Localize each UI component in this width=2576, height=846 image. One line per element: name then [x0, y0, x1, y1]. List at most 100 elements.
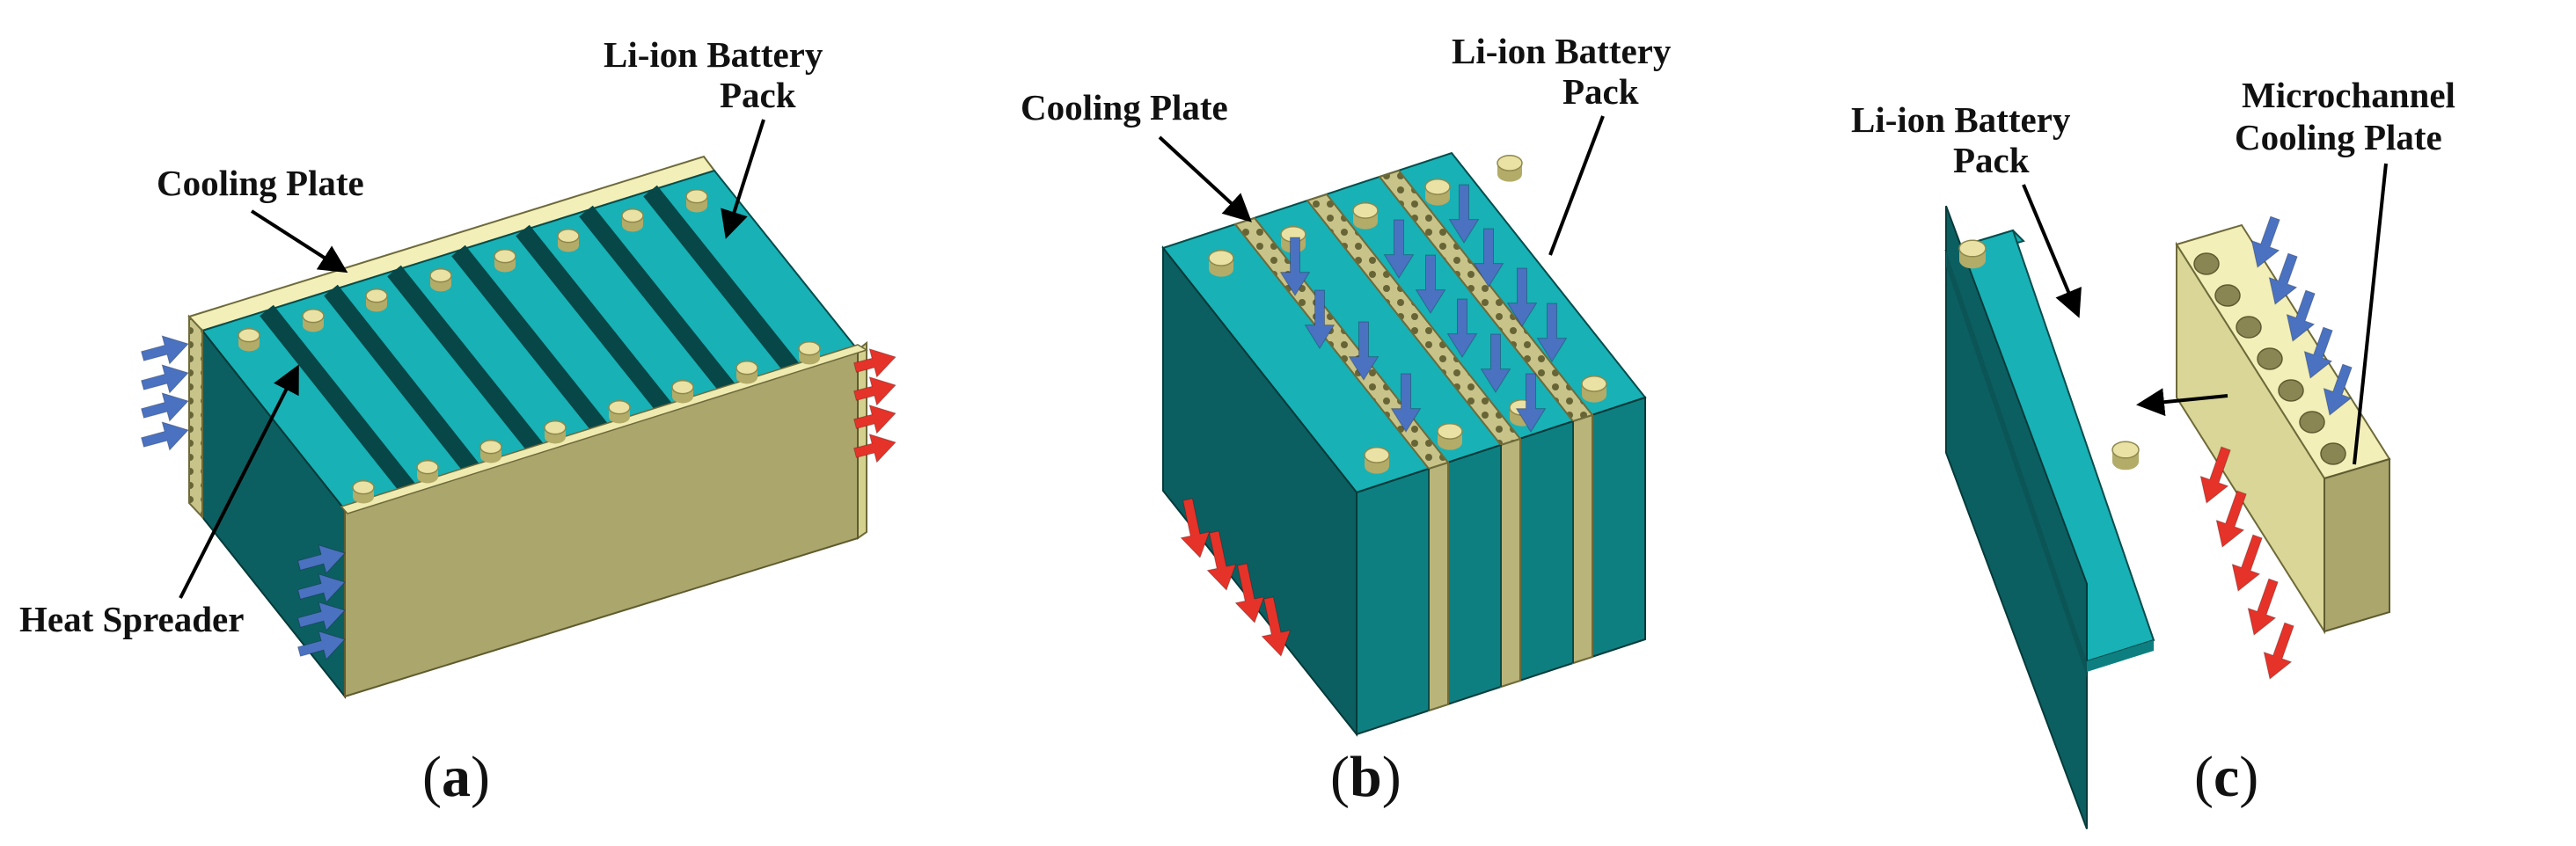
coolant-arrow	[1180, 498, 1211, 558]
coolant-arrow	[2231, 534, 2263, 592]
cell-front-edges-b	[1428, 421, 1574, 711]
leader-cooling-plate-a	[250, 209, 348, 273]
coolant-arrow	[1348, 321, 1379, 381]
coolant-arrow	[853, 404, 896, 434]
terminal	[557, 229, 580, 252]
coolant-arrow	[140, 364, 189, 394]
coolant-arrow	[2263, 622, 2294, 680]
battery-front-dark-c	[1946, 251, 2087, 677]
microchannel-hole	[2299, 411, 2325, 434]
cooling-plates-b	[1233, 169, 1594, 712]
terminal	[544, 420, 567, 444]
terminal	[302, 309, 325, 332]
terminal	[429, 268, 452, 292]
coolant-arrow	[140, 392, 189, 422]
coolant-arrow	[2286, 289, 2316, 342]
coolant-arrow	[1390, 373, 1422, 433]
coolant-arrow	[1480, 333, 1511, 393]
terminal	[685, 189, 708, 213]
coolant-arrow	[1234, 563, 1265, 624]
coolant-inlet-arrows-c	[2250, 215, 2353, 416]
microchannel-hole	[2214, 284, 2241, 307]
coolant-arrow	[853, 433, 896, 463]
coolant-arrow	[1446, 298, 1478, 358]
caption-c: (c)	[2194, 745, 2258, 809]
microchannel-holes-c	[2193, 252, 2346, 465]
coolant-arrow	[1515, 373, 1547, 433]
terminal	[1958, 239, 1987, 269]
coolant-outlet-arrows-a	[853, 347, 896, 463]
coolant-arrow	[1506, 267, 1538, 327]
leader-battery-b	[1548, 115, 1605, 256]
coolant-arrow	[296, 602, 346, 631]
label-plate-line2-c: Cooling Plate	[2235, 117, 2442, 157]
plate-front-face-c	[2324, 457, 2390, 633]
coolant-arrow	[1536, 303, 1568, 362]
terminal	[735, 361, 758, 384]
terminals-a	[238, 189, 821, 504]
leader-heat-spreader-a	[179, 364, 299, 599]
coolant-arrow	[2268, 252, 2298, 305]
panel-b: Cooling Plate Li-ion Battery Pack (b)	[1021, 31, 1672, 809]
coolant-arrow	[1415, 254, 1446, 314]
coolant-inlet-arrows-a	[140, 335, 346, 660]
terminal	[1208, 249, 1234, 277]
leader-cooling-plate-b	[1158, 135, 1252, 222]
label-battery-pack-line2-c: Pack	[1953, 140, 2030, 180]
label-plate-line1-c: Microchannel	[2242, 75, 2455, 115]
terminal	[798, 341, 821, 365]
terminal	[1497, 154, 1523, 182]
caption-a: (a)	[422, 745, 490, 809]
terminal	[608, 400, 631, 424]
coolant-arrow	[1206, 530, 1237, 591]
microchannel-hole	[2278, 379, 2304, 402]
coolant-arrow	[296, 631, 346, 660]
coolant-arrow	[2215, 490, 2247, 548]
terminal	[479, 440, 502, 463]
coolant-arrow	[1383, 219, 1415, 279]
heat-spreader-edge-a	[188, 314, 203, 520]
coolant-inlet-arrows-b	[1279, 184, 1568, 433]
coolant-outlet-arrows-b	[1180, 498, 1292, 657]
coolant-arrow	[296, 544, 346, 574]
coolant-arrow	[2250, 215, 2280, 268]
coolant-arrow	[2303, 326, 2333, 379]
coolant-arrow	[1473, 228, 1504, 288]
terminal	[1424, 178, 1451, 206]
terminal	[1437, 422, 1463, 450]
microchannel-hole	[2320, 442, 2346, 465]
label-battery-pack-line1-c: Li-ion Battery	[1851, 99, 2071, 140]
microchannel-hole	[2193, 252, 2220, 275]
caption-b: (b)	[1330, 745, 1401, 809]
microchannel-hole	[2257, 347, 2283, 370]
label-heat-spreader-a: Heat Spreader	[19, 599, 244, 639]
terminal	[352, 480, 375, 504]
terminal	[494, 249, 516, 273]
label-cooling-plate-b: Cooling Plate	[1021, 87, 1228, 128]
coolant-arrow	[140, 421, 189, 451]
coolant-outlet-arrows-c	[2199, 446, 2294, 680]
terminal	[1352, 201, 1379, 230]
coolant-arrow	[1279, 237, 1311, 296]
coolant-arrow	[2323, 363, 2353, 416]
coolant-arrow	[1261, 596, 1292, 657]
label-cooling-plate-a: Cooling Plate	[157, 163, 364, 203]
label-battery-pack-line2-b: Pack	[1562, 71, 1639, 112]
coolant-arrow	[1448, 184, 1480, 244]
terminal	[365, 288, 388, 312]
leader-battery-c	[2022, 184, 2082, 318]
panel-a: Li-ion Battery Pack Cooling Plate Heat S…	[19, 34, 896, 809]
coolant-arrow	[140, 335, 189, 365]
coolant-arrow	[853, 376, 896, 406]
cell-dividers-a	[260, 185, 801, 496]
terminal	[2111, 441, 2140, 470]
label-battery-pack-line2-a: Pack	[720, 75, 796, 115]
leader-plate-c	[2353, 163, 2388, 465]
terminals-c	[1958, 239, 2140, 470]
terminal	[238, 328, 260, 352]
panel-c: Li-ion Battery Pack Microchannel Cooling…	[1851, 75, 2455, 829]
label-battery-pack-line1-a: Li-ion Battery	[604, 34, 823, 75]
right-plate-edge-a	[857, 340, 867, 540]
terminal	[416, 460, 439, 484]
